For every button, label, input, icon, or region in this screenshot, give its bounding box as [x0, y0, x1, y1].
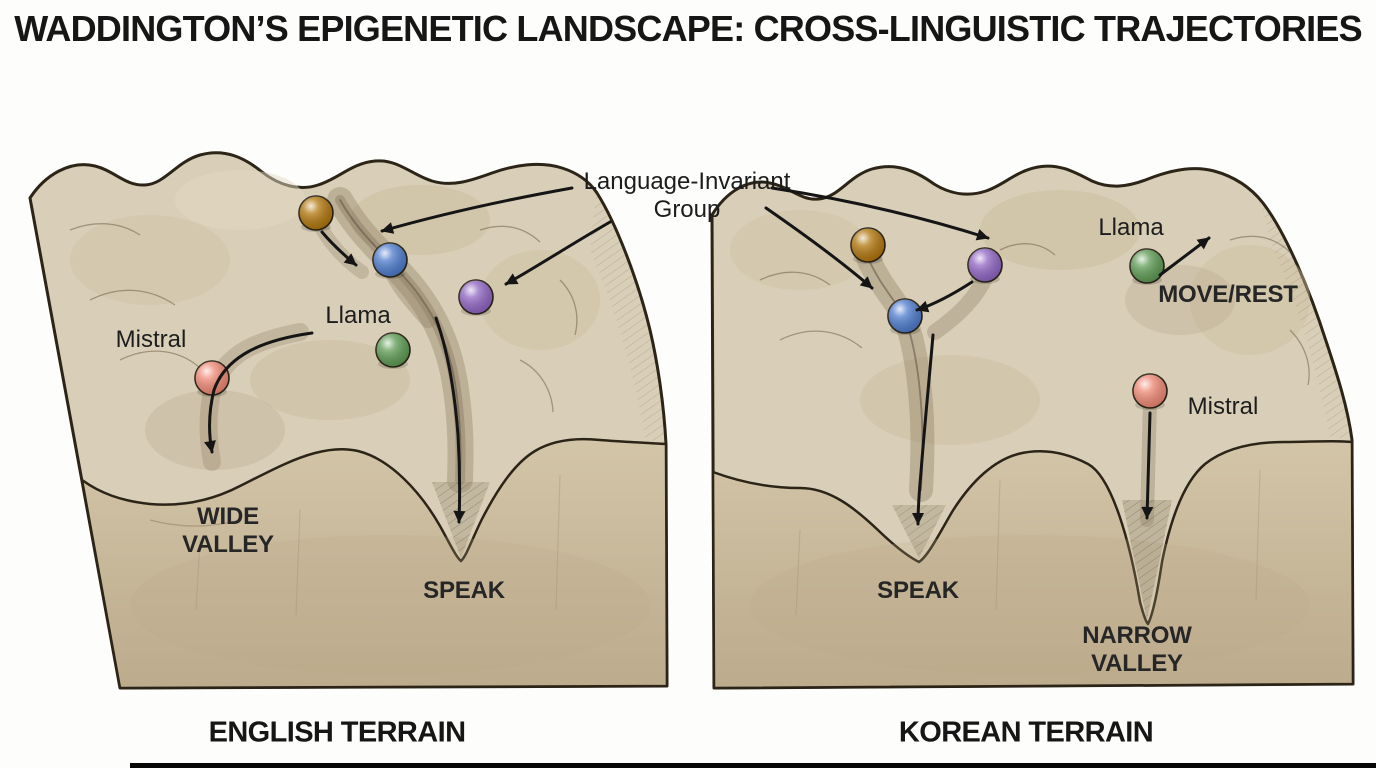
language-invariant-line1: Language-Invariant	[583, 168, 791, 195]
ball-salmon-korean	[1132, 373, 1168, 410]
ball-blue-english	[372, 242, 408, 279]
label-arrow-to-korean-purple	[770, 186, 990, 241]
ball-blue-korean	[887, 298, 923, 335]
korean-terrain-contours	[759, 235, 1310, 386]
korean-terrain-balls	[850, 227, 1168, 410]
english-terrain-contours	[69, 223, 578, 413]
label-arrow-to-english-purple	[504, 220, 612, 286]
english-terrain-illustration	[28, 151, 669, 690]
wide-valley-line2: VALLEY	[182, 531, 274, 558]
wide-valley-line1: WIDE	[197, 503, 259, 530]
korean-terrain-caption: KOREAN TERRAIN	[898, 716, 1154, 749]
label-arrow-to-korean-blue	[764, 206, 874, 290]
korean-narrow-valley-label: NARROW VALLEY	[1082, 622, 1192, 678]
korean-move-rest-label: MOVE/REST	[1158, 281, 1298, 308]
korean-front-face-shading	[750, 205, 1350, 675]
korean-speak-label: SPEAK	[877, 577, 959, 604]
ball-amber-korean	[850, 227, 886, 264]
english-amber-trajectory-arrow	[320, 230, 358, 267]
diagram-title: WADDINGTON’S EPIGENETIC LANDSCAPE: CROSS…	[14, 8, 1362, 49]
english-speak-trajectory-arrow	[434, 316, 466, 524]
korean-llama-label: Llama	[1098, 214, 1164, 241]
english-mistral-trajectory-arrow	[204, 331, 314, 454]
korean-llama-trajectory-arrow	[1158, 236, 1211, 277]
english-llama-label: Llama	[325, 302, 391, 329]
english-terrain-front-face	[80, 437, 669, 690]
english-terrain-caption: ENGLISH TERRAIN	[208, 716, 466, 749]
english-front-face-shading	[130, 195, 664, 675]
narrow-valley-line1: NARROW	[1082, 622, 1192, 649]
bottom-edge-bar	[130, 763, 1376, 768]
ball-amber-english	[298, 195, 334, 232]
trajectory-arrows	[204, 186, 1211, 526]
korean-terrain-texture	[730, 190, 1310, 445]
english-mistral-label: Mistral	[115, 326, 187, 353]
ball-green-english	[375, 332, 411, 369]
narrow-valley-line2: VALLEY	[1091, 650, 1183, 677]
ball-salmon-english	[194, 360, 230, 397]
korean-speak-trajectory-arrow	[912, 333, 935, 526]
label-arrow-to-english-blue	[380, 186, 574, 234]
korean-terrain-front-face	[711, 439, 1355, 690]
korean-mistral-label: Mistral	[1187, 393, 1259, 420]
ball-green-korean	[1129, 248, 1165, 285]
korean-purple-trajectory-arrow	[915, 280, 974, 313]
english-wide-valley-label: WIDE VALLEY	[182, 503, 274, 559]
ball-purple-english	[458, 279, 494, 316]
korean-terrain-illustration	[710, 164, 1355, 690]
english-speak-label: SPEAK	[423, 577, 505, 604]
language-invariant-group-label: Language-Invariant Group	[584, 168, 791, 224]
ball-purple-korean	[967, 247, 1003, 284]
english-terrain-balls	[194, 195, 494, 397]
language-invariant-line2: Group	[653, 196, 721, 223]
korean-mistral-trajectory-arrow	[1141, 411, 1154, 520]
